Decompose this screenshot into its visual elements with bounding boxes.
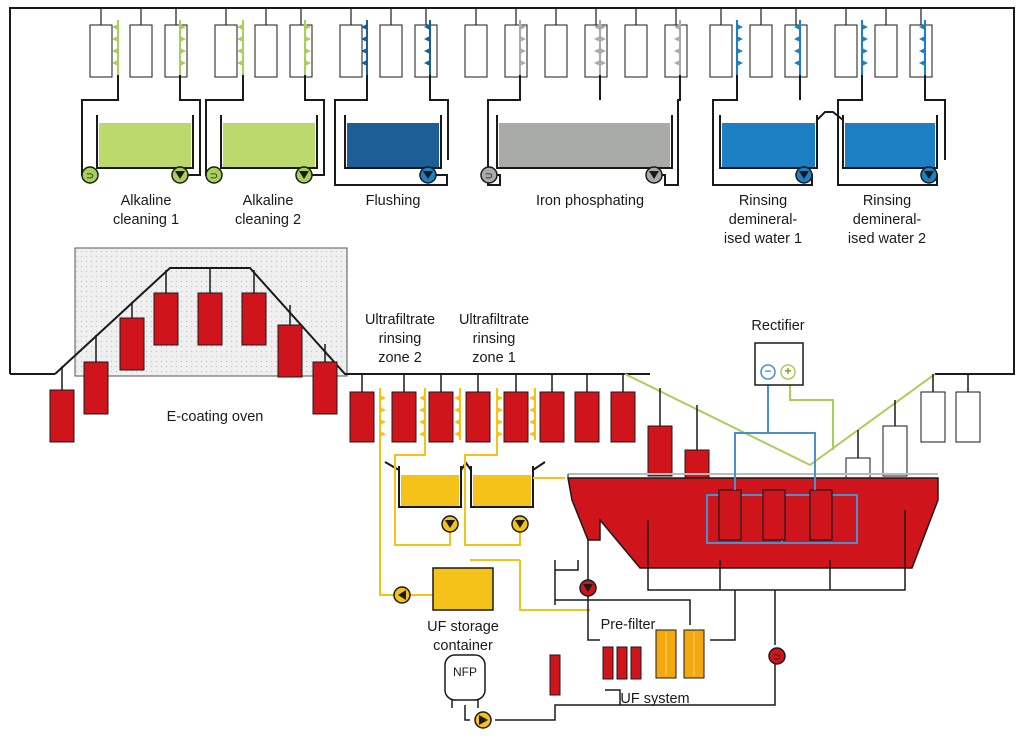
pump-icon [795,166,813,184]
plus-terminal-icon [780,364,796,380]
nfp-vessel [444,654,486,708]
label-pre-filter: Pre-filter [600,617,656,633]
label-uf-system: UF system [620,691,690,707]
rectifier-wiring [734,385,834,490]
heat-exchanger-icon: ⊃ [768,647,786,665]
electrodes [718,489,833,541]
pump-icon [645,166,663,184]
label-flushing: Flushing [365,193,421,209]
heat-exchanger-icon: ⊃ [81,166,99,184]
conveyor-line-green [624,373,936,467]
pretreatment-tanks [96,115,938,169]
label-nfp: NFP [453,665,477,679]
e-coat-tank [567,473,939,569]
painted-parts [49,292,710,501]
pump-icon [171,166,189,184]
uf-rinse-tanks [384,461,546,508]
label-uf-rinsing-zone-1: Ultrafiltrate rinsing zone 1 [458,312,530,366]
pump-icon [579,579,597,597]
spray-nozzles [112,24,925,66]
label-iron-phosphating: Iron phosphating [535,193,645,209]
label-uf-rinsing-zone-2: Ultrafiltrate rinsing zone 2 [364,312,436,366]
label-rinsing-demin-2: Rinsing demineral- ised water 2 [847,193,927,247]
uf-rinse-nozzles [380,395,535,437]
label-e-coating-oven: E-coating oven [166,409,264,425]
pump-icon [920,166,938,184]
pump-icon [393,586,411,604]
pump-icon [511,515,529,533]
label-alkaline-cleaning-1: Alkaline cleaning 1 [112,193,180,228]
svg-text:⊃: ⊃ [485,171,493,182]
pump-icon [419,166,437,184]
heat-exchanger-icon: ⊃ [205,166,223,184]
pump-icon [295,166,313,184]
pre-filters [549,646,642,696]
uf-storage-container [432,567,494,611]
label-rectifier: Rectifier [751,318,805,334]
uf-pumps [393,515,529,604]
svg-text:⊃: ⊃ [773,652,781,663]
circulation-pumps: ⊃ [474,579,786,729]
pretreatment-hangers [100,8,922,25]
pretreatment-parts [89,24,933,78]
minus-terminal-icon [760,364,776,380]
label-minus-terminal: − [764,364,772,378]
svg-text:⊃: ⊃ [86,171,94,182]
label-uf-storage-container: UF storage container [427,619,499,654]
heat-exchanger-icon: ⊃ [480,166,498,184]
uf-modules [655,629,705,679]
conveyor-hangers [61,268,969,458]
label-plus-terminal: + [784,364,792,378]
label-alkaline-cleaning-2: Alkaline cleaning 2 [234,193,302,228]
pretreatment-pumps: ⊃ ⊃ ⊃ [81,166,938,184]
svg-text:⊃: ⊃ [210,171,218,182]
pump-icon [441,515,459,533]
label-rinsing-demin-1: Rinsing demineral- ised water 1 [723,193,803,247]
pump-icon [474,711,492,729]
rectifier-box [754,342,804,386]
